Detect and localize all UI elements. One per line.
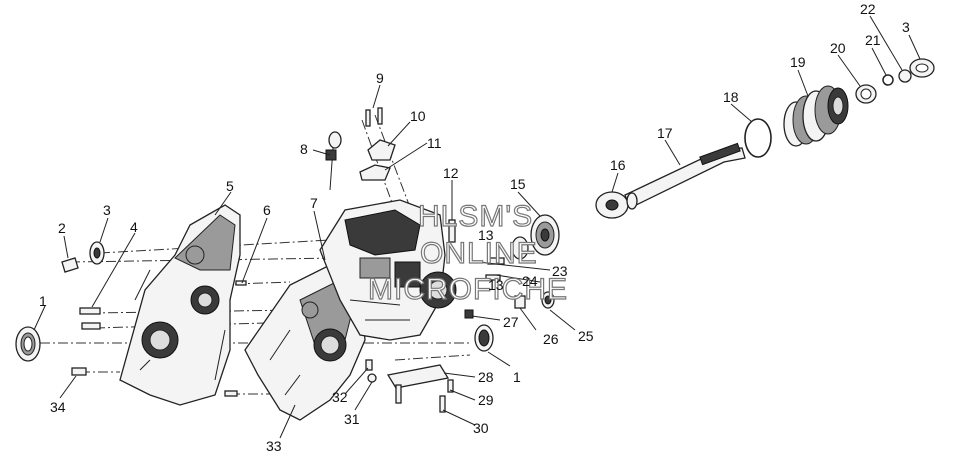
main-shaft-17 [624,142,746,210]
callout-22: 22 [860,1,876,17]
callout-5: 5 [226,178,234,194]
callout-21: 21 [865,32,881,48]
washer-16 [595,191,629,219]
callout-13-lower: 13 [488,277,504,293]
o-ring-18 [744,118,772,158]
watermark: HLSM'S ONLINE MICROFICHE [367,199,568,306]
callout-16: 16 [610,157,626,173]
breather-bolts [365,107,383,127]
callout-3-left: 3 [103,202,111,218]
callout-24: 24 [522,273,538,289]
parts-31-32 [365,359,377,383]
callout-30: 30 [473,420,489,436]
callout-2: 2 [58,220,66,236]
washer-20 [855,84,877,104]
callout-23: 23 [552,263,568,279]
callout-25: 25 [578,328,594,344]
seal-right [474,324,494,352]
bearing-15 [530,214,560,256]
callout-labels: 1 2 3 4 5 6 7 8 9 10 11 12 13 15 16 17 1… [39,1,910,454]
left-case-cover [119,204,241,406]
callout-34: 34 [50,399,66,415]
right-case-main [319,199,457,341]
callout-27: 27 [503,314,519,330]
callout-20: 20 [830,40,846,56]
watermark-line-2: ONLINE [420,237,538,270]
washer-left [89,241,105,265]
callout-6: 6 [263,202,271,218]
callout-10: 10 [410,108,426,124]
callout-8: 8 [300,141,308,157]
callout-26: 26 [543,331,559,347]
callout-9: 9 [376,70,384,86]
ring-22 [898,69,912,83]
bolts-29-30 [395,379,454,413]
callout-4: 4 [130,219,138,235]
callout-3-right: 3 [902,19,910,35]
callout-17: 17 [657,125,673,141]
callout-32: 32 [332,389,348,405]
watermark-line-1: HLSM'S [418,200,533,233]
callout-19: 19 [790,54,806,70]
seal-left [15,326,41,362]
breather-gasket [359,164,391,181]
gear-clutch-19 [783,85,849,147]
callout-15: 15 [510,176,526,192]
callout-13-upper: 13 [478,227,494,243]
cover-plate-28 [386,364,450,389]
callout-29: 29 [478,392,494,408]
callout-12: 12 [443,165,459,181]
callout-1-left: 1 [39,293,47,309]
callout-28: 28 [478,369,494,385]
washer-right [909,58,935,78]
callout-1-right: 1 [513,369,521,385]
clip-21 [882,74,894,86]
bolts-left [71,280,247,397]
callout-7: 7 [310,195,318,211]
watermark-line-3: MICROFICHE [368,273,568,306]
callout-18: 18 [723,89,739,105]
plate-left [61,257,79,273]
dipstick [325,131,342,191]
small-parts-23-27 [464,236,555,319]
callout-33: 33 [266,438,282,454]
callout-31: 31 [344,411,360,427]
leader-lines [33,15,921,439]
callout-11: 11 [427,135,442,151]
